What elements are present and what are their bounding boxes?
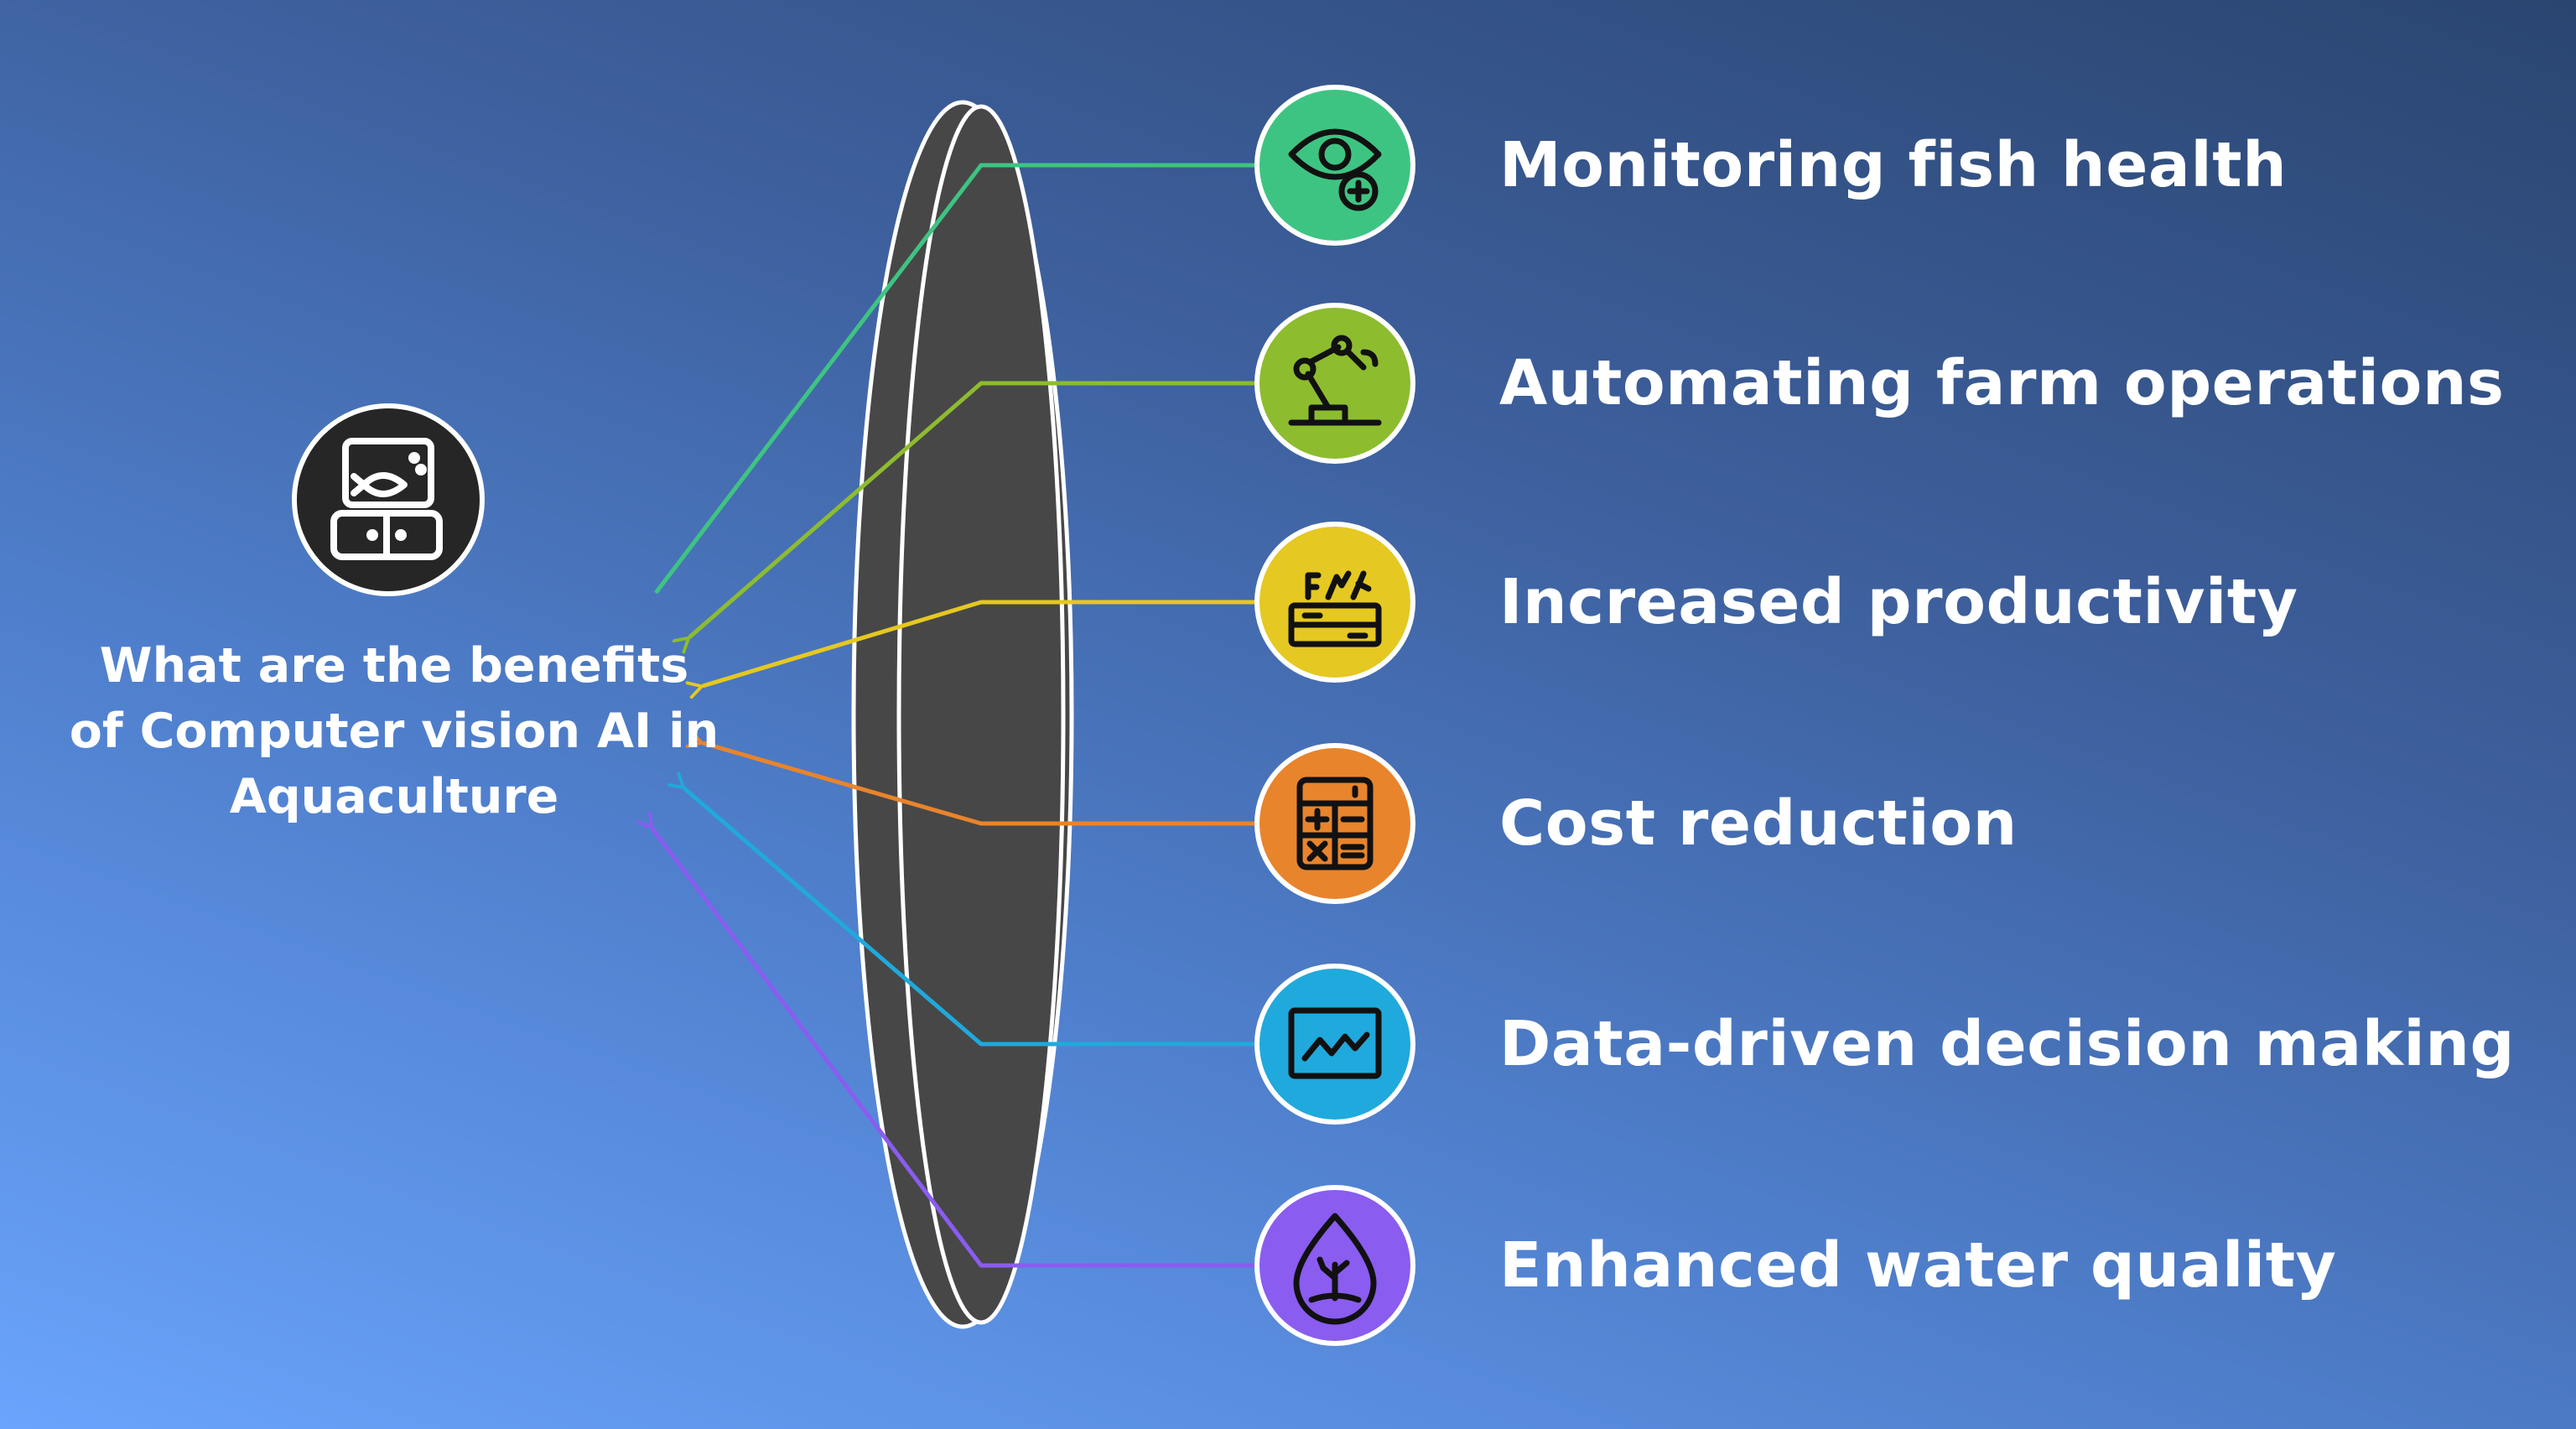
- benefit-circles: [1254, 85, 1415, 1346]
- benefit-circle-4: [1254, 743, 1415, 904]
- water-drop-icon: [1293, 1213, 1377, 1325]
- center-icon-circle: [292, 403, 485, 596]
- connector-arrow-2: [672, 381, 1257, 654]
- fish-tank-icon: [330, 438, 443, 560]
- benefit-label-5: Data-driven decision making: [1499, 1008, 2515, 1080]
- benefit-label-6: Enhanced water quality: [1499, 1229, 2337, 1302]
- benefit-label-2: Automating farm operations: [1499, 347, 2505, 419]
- center-title: What are the benefits of Computer vision…: [69, 638, 719, 824]
- benefit-label-3: Increased productivity: [1499, 566, 2298, 638]
- robotic-arm-icon: [1288, 335, 1382, 426]
- connector-arrow-6: [636, 811, 1257, 1268]
- benefit-label-4: Cost reduction: [1499, 787, 2018, 860]
- eye-plus-icon: [1288, 128, 1382, 211]
- harvest-crate-icon: [1288, 570, 1382, 647]
- connector-arrow-3: [685, 600, 1257, 699]
- benefit-circle-2: [1254, 303, 1415, 464]
- benefit-label-1: Monitoring fish health: [1499, 129, 2288, 201]
- benefit-circle-6: [1254, 1185, 1415, 1346]
- connector-arrow-1: [654, 163, 1257, 595]
- chart-monitor-icon: [1288, 1007, 1382, 1079]
- connector-arrow-4: [685, 730, 1257, 826]
- benefit-circle-5: [1254, 964, 1415, 1125]
- benefit-circle-1: [1254, 85, 1415, 246]
- connector-arrow-5: [667, 772, 1257, 1047]
- lens-disc: [851, 100, 1074, 1329]
- connectors: [636, 163, 1257, 1268]
- calculator-icon: [1296, 777, 1374, 870]
- benefit-circle-3: [1254, 522, 1415, 683]
